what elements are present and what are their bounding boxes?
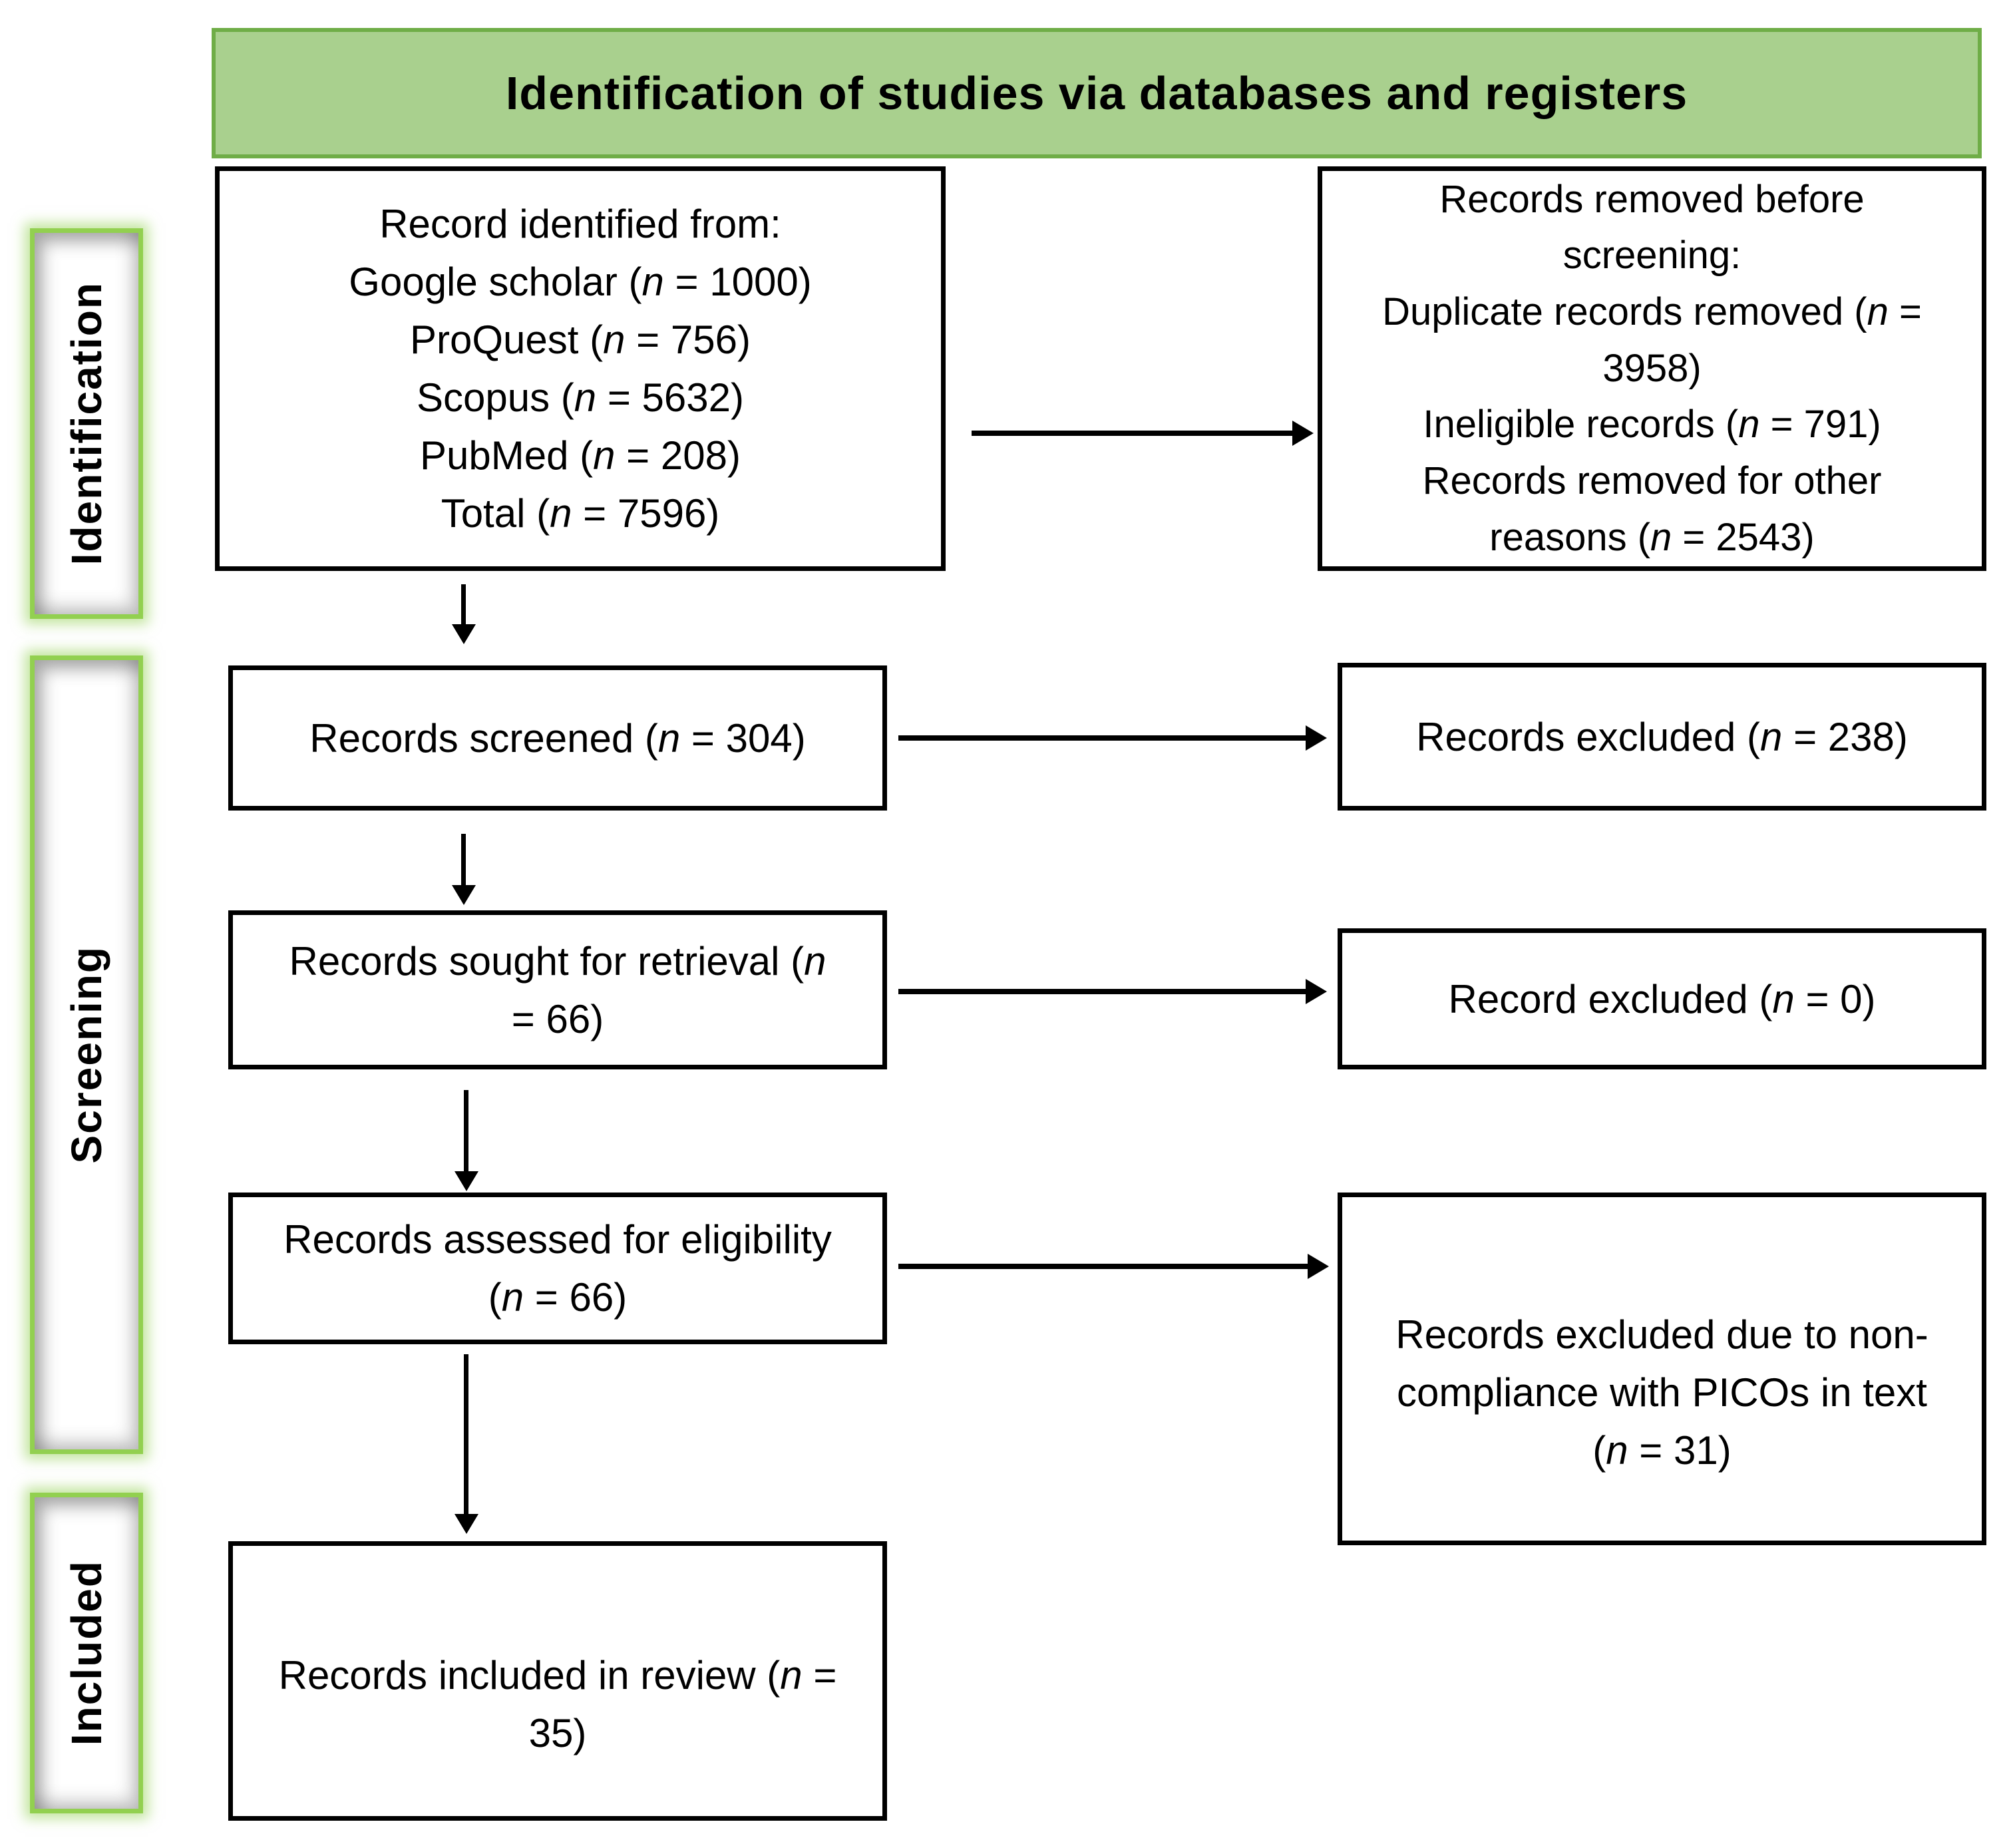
stage-label-screening-text: Screening — [63, 946, 110, 1164]
arrow-identified-to-screened — [461, 584, 466, 624]
title-banner: Identification of studies via databases … — [212, 28, 1982, 158]
flow-box-records-excluded-pico: Records excluded due to non-compliance w… — [1338, 1193, 1986, 1545]
flow-box-records-identified-text: Record identified from:Google scholar (n… — [349, 202, 812, 536]
arrow-screened-to-sought — [461, 834, 466, 885]
flow-box-records-excluded-pico-text: Records excluded due to non-compliance w… — [1395, 1312, 1928, 1473]
flow-box-records-screened-text: Records screened (n = 304) — [309, 715, 806, 761]
arrow-sought-to-assessed — [464, 1090, 468, 1171]
arrow-sought-to-excluded — [898, 989, 1306, 994]
arrow-identified-to-removed — [972, 431, 1292, 436]
arrow-screened-to-excluded — [898, 735, 1306, 741]
stage-label-screening: Screening — [30, 655, 143, 1454]
flow-box-records-assessed-eligibility: Records assessed for eligibility(n = 66) — [228, 1193, 887, 1344]
flow-box-records-screened: Records screened (n = 304) — [228, 665, 887, 811]
flow-box-records-sought-retrieval: Records sought for retrieval (n= 66) — [228, 910, 887, 1069]
stage-label-identification: Identification — [30, 228, 143, 619]
stage-label-included: Included — [30, 1493, 143, 1813]
flow-box-record-excluded-retrieval-text: Record excluded (n = 0) — [1448, 976, 1876, 1021]
flow-box-records-assessed-text: Records assessed for eligibility(n = 66) — [283, 1217, 832, 1320]
flow-box-record-excluded-retrieval: Record excluded (n = 0) — [1338, 928, 1986, 1069]
flow-box-records-excluded-text: Records excluded (n = 238) — [1416, 714, 1908, 759]
flow-box-records-excluded: Records excluded (n = 238) — [1338, 663, 1986, 811]
flow-box-records-identified: Record identified from:Google scholar (n… — [215, 166, 946, 571]
diagram-title: Identification of studies via databases … — [505, 67, 1688, 119]
stage-label-included-text: Included — [63, 1560, 110, 1746]
arrow-assessed-to-excluded-pico — [898, 1264, 1308, 1269]
stage-label-identification-text: Identification — [63, 281, 110, 566]
flow-box-records-included-review: Records included in review (n =35) — [228, 1541, 887, 1821]
flow-box-records-sought-text: Records sought for retrieval (n= 66) — [289, 938, 826, 1041]
arrow-assessed-to-included — [464, 1354, 468, 1514]
flow-box-records-included-text: Records included in review (n =35) — [278, 1653, 837, 1756]
